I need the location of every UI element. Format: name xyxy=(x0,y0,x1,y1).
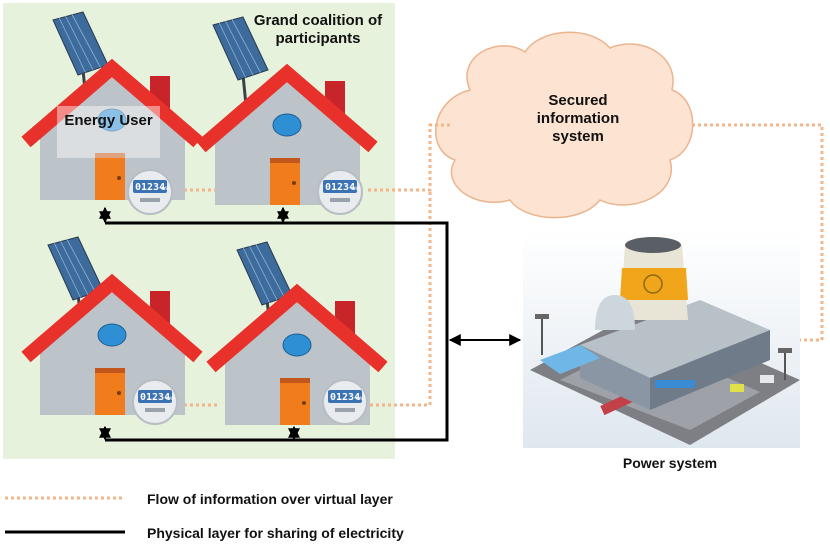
door xyxy=(95,153,125,200)
meter-reading: 01234 xyxy=(140,392,170,403)
cloud-shape xyxy=(434,31,694,219)
physical-layer-lines xyxy=(105,221,449,442)
power-plant xyxy=(523,230,800,448)
window xyxy=(282,333,312,357)
window xyxy=(272,113,302,137)
meter-unit: kWh xyxy=(351,186,360,191)
meter-unit: kWh xyxy=(356,396,365,401)
meter-unit: kWh xyxy=(166,396,175,401)
power-system-label: Power system xyxy=(622,455,718,471)
meter-reading: 01234 xyxy=(135,182,165,193)
house-roof xyxy=(206,283,388,373)
window xyxy=(97,323,127,347)
house-roof xyxy=(21,58,203,148)
door xyxy=(95,368,125,415)
cloud-label: Secured information system xyxy=(536,92,620,145)
meter-unit: kWh xyxy=(161,186,170,191)
house-roof xyxy=(196,63,378,153)
energy-user-label: Energy User xyxy=(57,106,160,158)
door xyxy=(280,378,310,425)
meter-reading: 01234 xyxy=(325,182,355,193)
legend-virtual-label: Flow of information over virtual layer xyxy=(147,491,393,507)
meter-reading: 01234 xyxy=(330,392,360,403)
house-roof xyxy=(21,273,203,363)
window xyxy=(97,108,127,132)
coalition-label: Grand coalition of participants xyxy=(253,12,383,47)
house-connections xyxy=(99,206,300,441)
solar-panel-icon xyxy=(47,236,104,336)
legend-physical-label: Physical layer for sharing of electricit… xyxy=(147,525,404,541)
door xyxy=(270,158,300,205)
